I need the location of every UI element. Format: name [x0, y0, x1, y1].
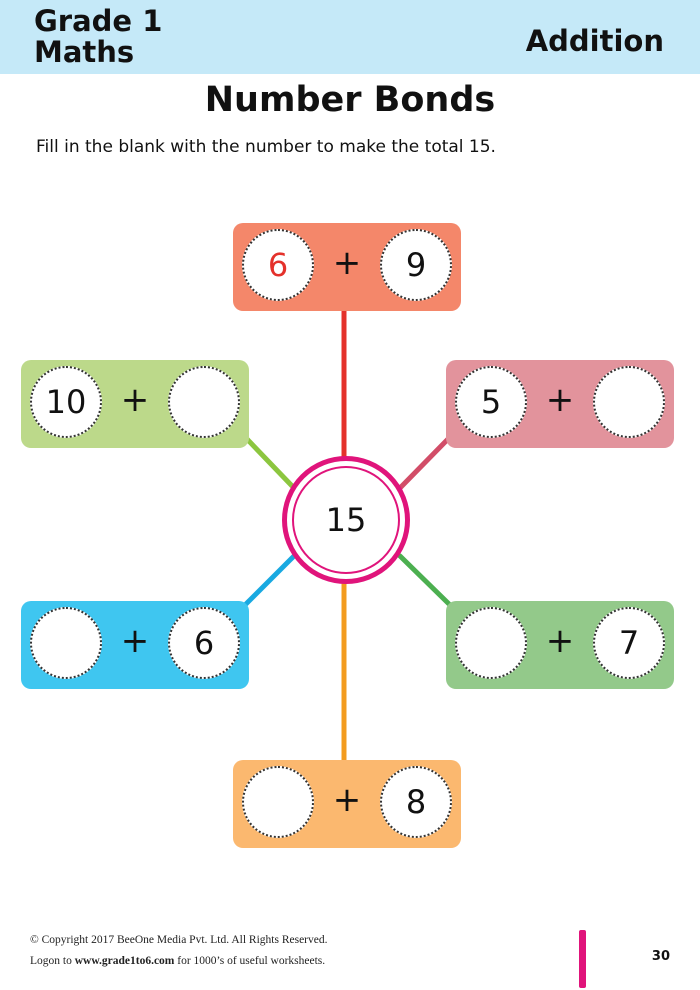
bond-box-bottom: + 8 — [233, 760, 461, 848]
plus-sign: + — [332, 243, 362, 283]
copyright-text: © Copyright 2017 BeeOne Media Pvt. Ltd. … — [30, 934, 328, 946]
plus-sign: + — [120, 380, 150, 420]
bond-box-upper-right: 5 + — [446, 360, 674, 448]
bond-box-lower-left: + 6 — [21, 601, 249, 689]
total-value: 15 — [292, 466, 400, 574]
connector-lower-right — [397, 553, 452, 607]
bond-box-upper-left: 10 + — [21, 360, 249, 448]
plus-sign: + — [332, 780, 362, 820]
worksheet-title: Number Bonds — [204, 80, 496, 120]
grade-label: Grade 1 Maths — [34, 6, 162, 68]
bond-box-top: 6 + 9 — [233, 223, 461, 311]
instruction-text: Fill in the blank with the number to mak… — [36, 137, 496, 157]
blank-answer-bottom[interactable] — [242, 766, 314, 838]
addend-right-lower-left[interactable]: 6 — [168, 607, 240, 679]
side-stamp — [579, 930, 586, 988]
logon-prefix: Logon to — [30, 955, 75, 967]
website-link[interactable]: www.grade1to6.com — [74, 955, 175, 967]
total-circle: 15 — [282, 456, 410, 584]
topic-label: Addition — [525, 24, 664, 58]
blank-answer-upper-right[interactable] — [593, 366, 665, 438]
addend-left-top[interactable]: 6 — [242, 229, 314, 301]
logon-suffix: for 1000’s of useful worksheets. — [174, 955, 326, 967]
subject-line: Maths — [34, 35, 135, 69]
addend-left-upper-left[interactable]: 10 — [30, 366, 102, 438]
blank-answer-upper-left[interactable] — [168, 366, 240, 438]
logon-text: Logon to www.grade1to6.com for 1000’s of… — [30, 955, 325, 967]
grade-line: Grade 1 — [34, 4, 163, 38]
page-number: 30 — [651, 949, 670, 964]
addend-right-lower-right[interactable]: 7 — [593, 607, 665, 679]
plus-sign: + — [545, 621, 575, 661]
addend-left-upper-right[interactable]: 5 — [455, 366, 527, 438]
connector-lower-left — [243, 553, 297, 607]
bond-box-lower-right: + 7 — [446, 601, 674, 689]
addend-right-bottom[interactable]: 8 — [380, 766, 452, 838]
connector-upper-right — [397, 435, 452, 491]
header-banner: Grade 1 Maths Addition — [0, 0, 700, 74]
plus-sign: + — [120, 621, 150, 661]
blank-answer-lower-left[interactable] — [30, 607, 102, 679]
plus-sign: + — [545, 380, 575, 420]
blank-answer-lower-right[interactable] — [455, 607, 527, 679]
addend-right-top[interactable]: 9 — [380, 229, 452, 301]
connector-upper-left — [243, 435, 297, 491]
